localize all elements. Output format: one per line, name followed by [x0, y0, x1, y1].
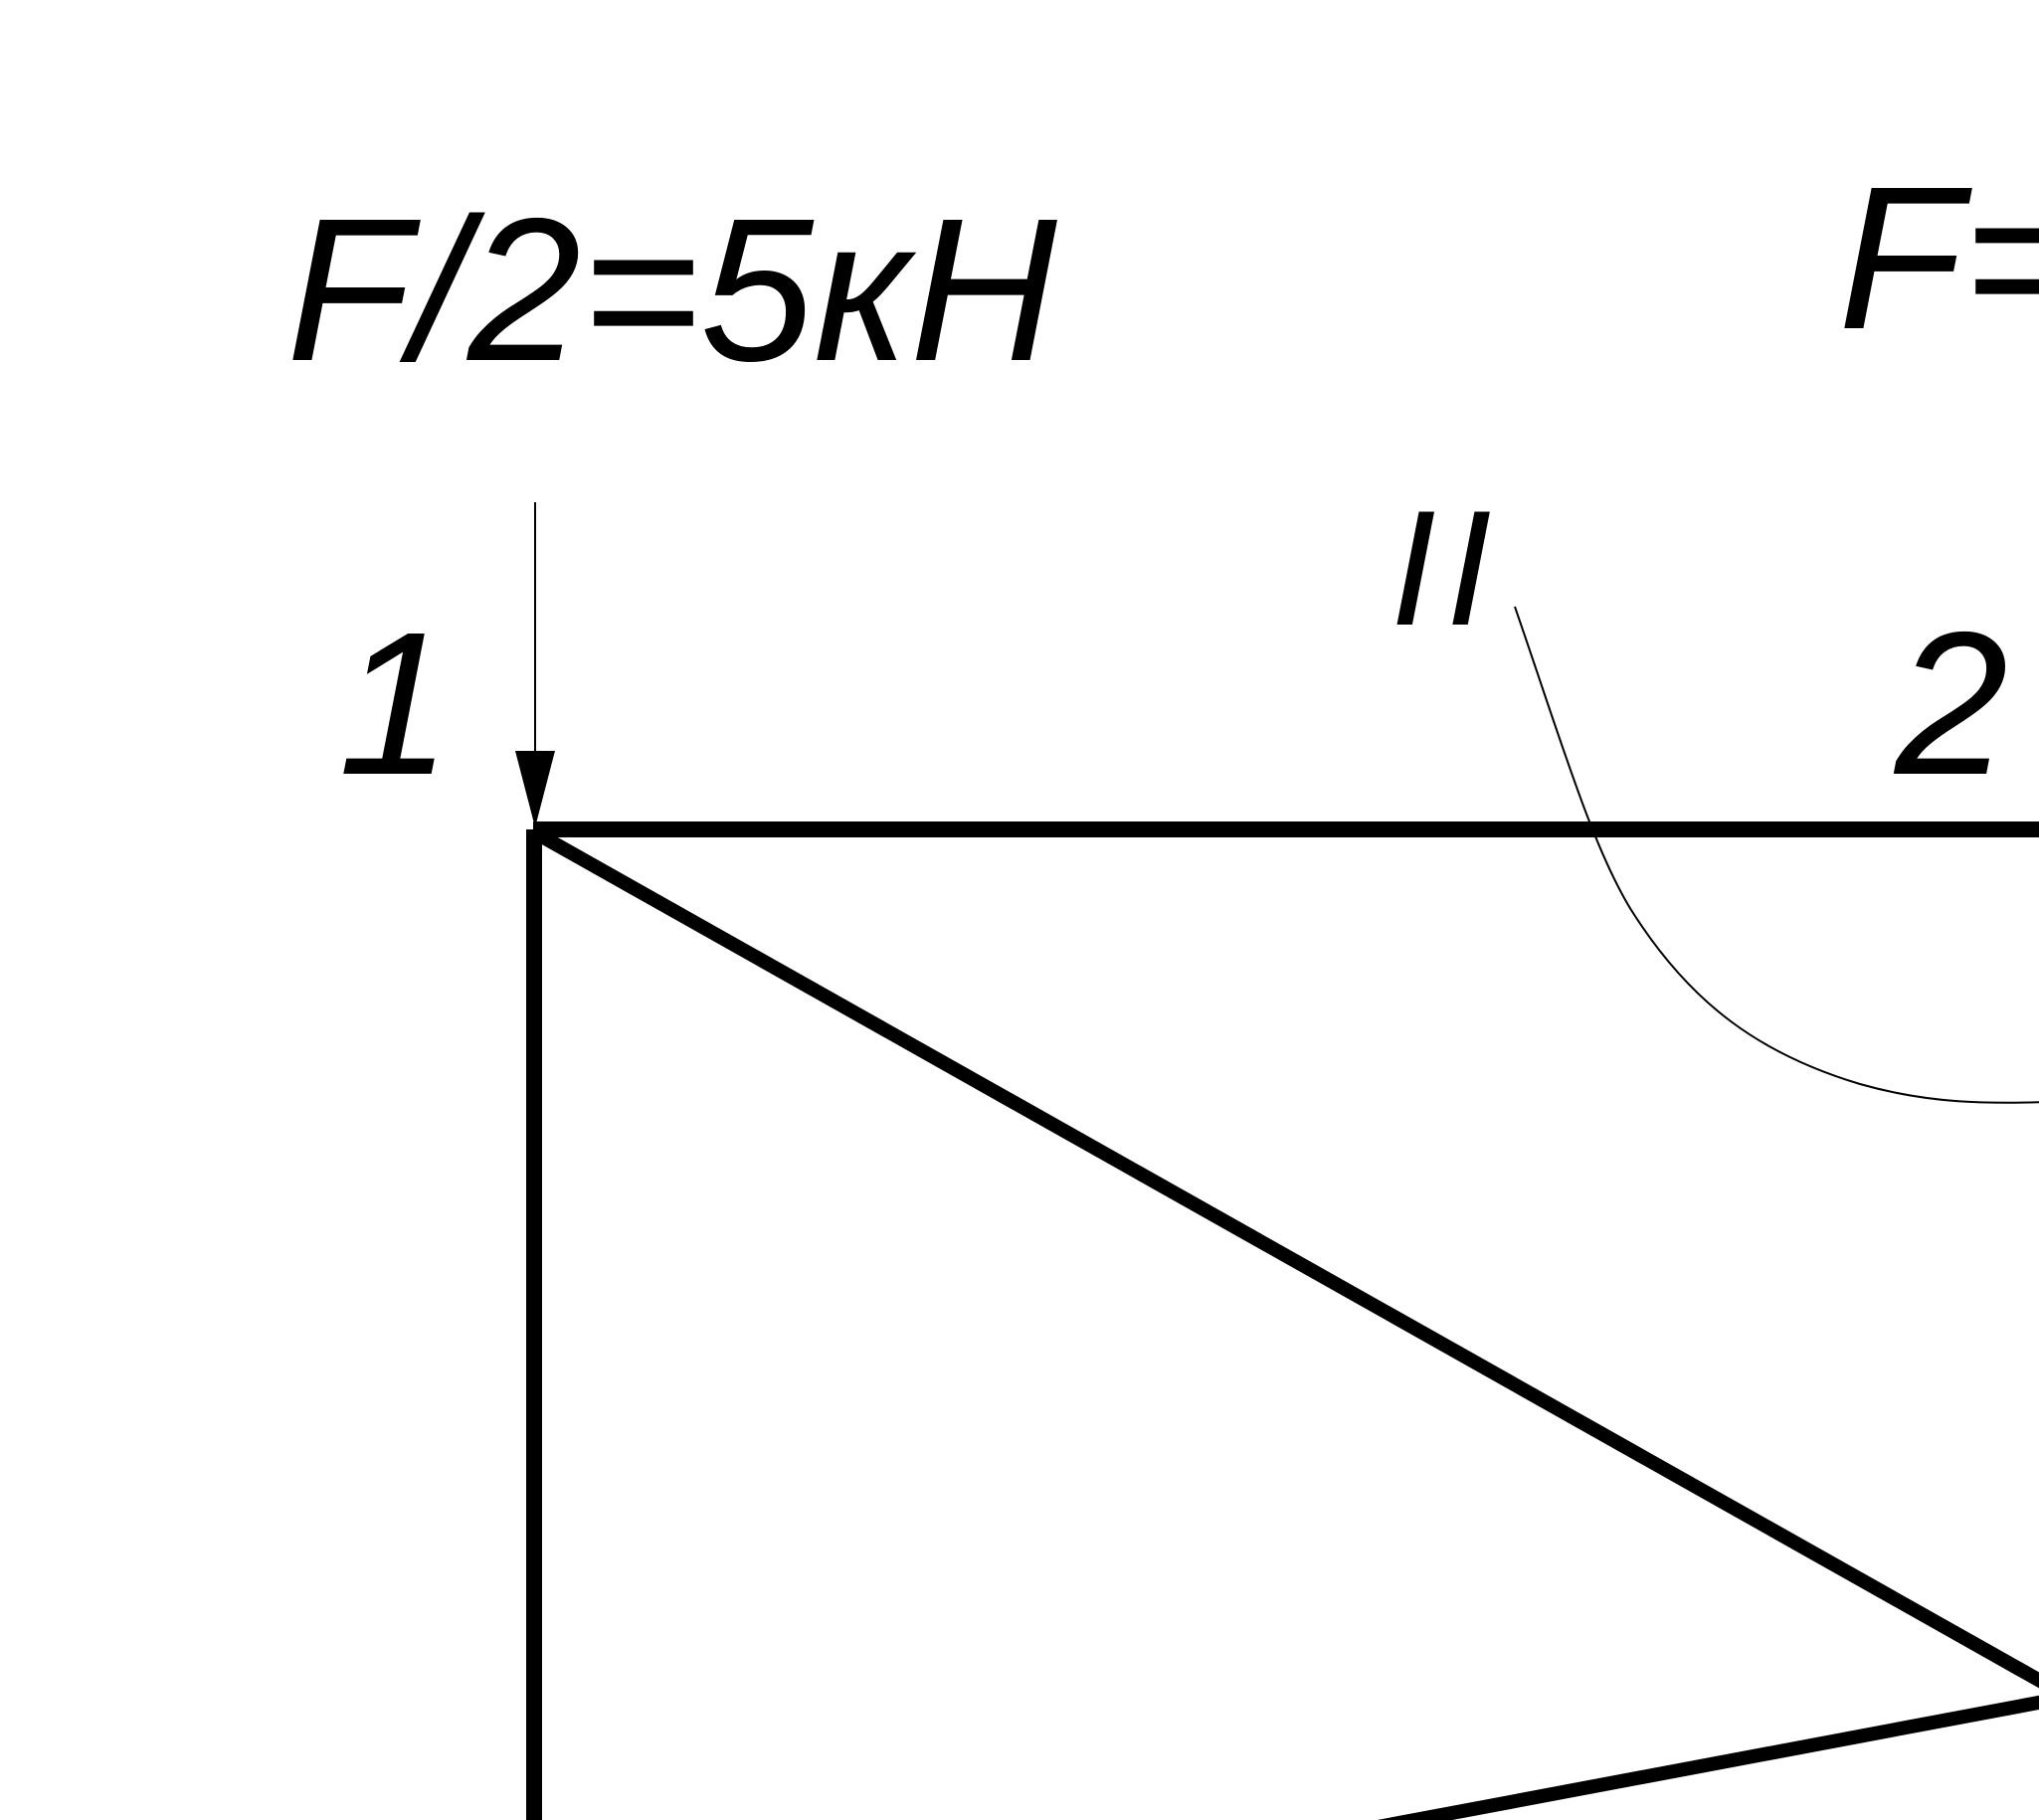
lower-chord-segment — [1377, 1695, 2039, 1820]
force-arrow-head — [515, 751, 555, 827]
node-label-2: 2 — [1893, 590, 2008, 818]
node-label-1: 1 — [338, 590, 452, 818]
load-label-right: F= — [1838, 144, 2039, 372]
diagonal-member — [536, 828, 2039, 1689]
load-label-left: F/2=5кН — [286, 176, 1058, 404]
section-mark-label: II — [1390, 476, 1502, 659]
section-cut-curve — [1514, 606, 2039, 1104]
